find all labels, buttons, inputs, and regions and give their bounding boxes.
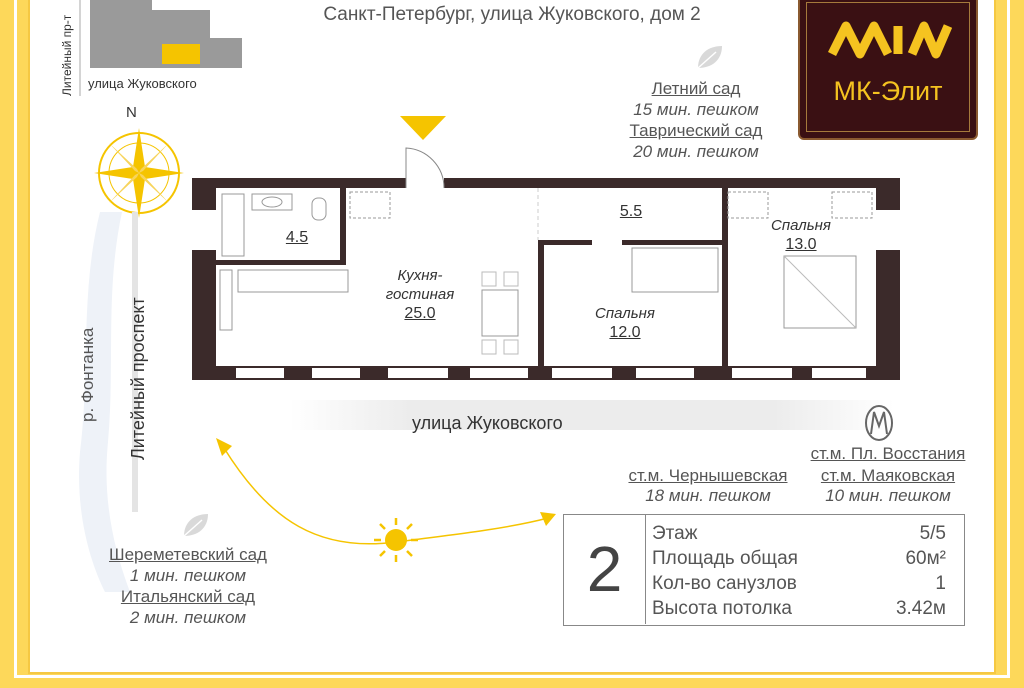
- minimap-cross-street-label: Литейный пр-т: [60, 14, 74, 96]
- metro-walk: 10 мин. пешком: [825, 486, 951, 505]
- park-walk: 15 мин. пешком: [633, 100, 759, 119]
- room-area: 13.0: [785, 236, 817, 253]
- metro-station-2: ст.м. Маяковская 10 мин. пешком: [800, 466, 976, 506]
- room-hall: 5.5: [606, 202, 656, 221]
- room-area: 5.5: [619, 203, 643, 220]
- metro-name: ст.м. Пл. Восстания: [810, 444, 966, 463]
- outer-frame: [14, 0, 1010, 678]
- room-bath: 4.5: [272, 228, 322, 247]
- room-label: Спальня: [771, 217, 831, 234]
- room-bedroom-1: Спальня 12.0: [580, 304, 670, 342]
- room-area: 25.0: [404, 305, 436, 322]
- room-bedroom-2: Спальня 13.0: [756, 216, 846, 254]
- mk-elit-logo: МК-Элит: [798, 0, 978, 140]
- main-street-label: улица Жуковского: [412, 413, 563, 433]
- park-walk: 1 мин. пешком: [129, 566, 247, 585]
- info-label: Этаж: [652, 523, 698, 544]
- apartment-info-box: 2 Этаж 5/5 Площадь общая 60м² Кол-во сан…: [563, 514, 965, 626]
- river-label: р. Фонтанка: [78, 327, 97, 422]
- sun-icon: [374, 518, 418, 562]
- compass-north-label: N: [126, 104, 137, 121]
- info-label: Высота потолка: [652, 598, 792, 619]
- info-label: Кол-во санузлов: [652, 573, 797, 594]
- compass-rose-icon: [94, 128, 184, 218]
- park-name: Летний сад: [651, 79, 741, 98]
- metro-alt-station: ст.м. Пл. Восстания: [800, 444, 976, 464]
- info-value: 5/5: [919, 523, 946, 544]
- info-value: 3.42м: [895, 598, 946, 619]
- metro-walk: 18 мин. пешком: [645, 486, 771, 505]
- room-area: 4.5: [285, 229, 309, 246]
- leaf-icon: [697, 46, 722, 69]
- metro-m-icon: [865, 405, 893, 441]
- leaf-icon: [183, 514, 208, 537]
- room-label: гостиная: [385, 286, 455, 303]
- river-band: [79, 212, 138, 592]
- info-value: 60м²: [905, 548, 946, 569]
- metro-name: ст.м. Маяковская: [820, 466, 956, 485]
- minimap-street-label: улица Жуковского: [88, 76, 197, 91]
- building-marker: [162, 44, 200, 64]
- location-minimap: [79, 0, 242, 96]
- park-name: Шереметевский сад: [109, 545, 267, 564]
- parks-top: Летний сад 15 мин. пешком Таврический са…: [606, 78, 786, 162]
- room-label: Кухня-: [397, 267, 443, 284]
- parks-bottom: Шереметевский сад 1 мин. пешком Итальянс…: [88, 544, 288, 628]
- info-value: 1: [935, 573, 946, 594]
- park-walk: 2 мин. пешком: [129, 608, 247, 627]
- side-street-label: Литейный проспект: [128, 297, 148, 460]
- room-kitchen-living: Кухня- гостиная 25.0: [370, 266, 470, 323]
- rooms-count: 2: [564, 515, 646, 624]
- main-street-band: [290, 400, 894, 430]
- room-label: Спальня: [595, 305, 655, 322]
- room-area: 12.0: [609, 324, 641, 341]
- park-name: Таврический сад: [629, 121, 763, 140]
- metro-station-1: ст.м. Чернышевская 18 мин. пешком: [608, 466, 808, 506]
- park-walk: 20 мин. пешком: [633, 142, 759, 161]
- entrance-marker-icon: [400, 116, 446, 140]
- info-label: Площадь общая: [652, 548, 798, 569]
- floor-plan: [192, 147, 900, 380]
- metro-name: ст.м. Чернышевская: [628, 466, 788, 485]
- park-name: Итальянский сад: [120, 587, 256, 606]
- logo-brand-text: МК-Элит: [833, 76, 943, 106]
- address-title: Санкт-Петербург, улица Жуковского, дом 2: [323, 4, 701, 25]
- logo-crown-icon: [828, 21, 952, 59]
